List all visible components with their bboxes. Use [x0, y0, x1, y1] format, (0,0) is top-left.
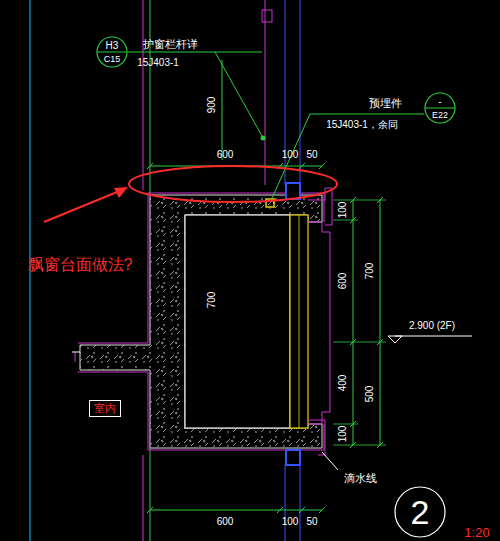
window-frame [290, 215, 308, 428]
dimension: 50 [306, 517, 317, 527]
leader-line [272, 114, 310, 198]
concrete-section [80, 195, 322, 448]
elevation-symbol [388, 336, 402, 343]
node-text: H3 [106, 41, 119, 53]
node-text: - [438, 97, 441, 109]
dimension-line [150, 510, 322, 511]
break-mark [72, 352, 80, 353]
dimension: 600 [338, 273, 348, 290]
callout-text: 预埋件 [369, 98, 402, 109]
dimension: 500 [365, 386, 375, 403]
window-frame-line [300, 0, 301, 185]
dimension-line [380, 200, 381, 445]
node-text: 室内 [94, 403, 116, 414]
window-frame-line [300, 465, 301, 541]
dimension: 600 [217, 150, 234, 160]
sill-finish [308, 222, 330, 424]
slab-end [75, 352, 76, 362]
circle-divider [97, 52, 127, 53]
circle-outline [425, 93, 455, 123]
box-outline [90, 400, 121, 416]
leader-line [128, 52, 262, 53]
callout-text: 滴水线 [344, 473, 377, 484]
window-frame-line [285, 465, 286, 541]
elevation-line [395, 336, 472, 337]
index-circle: H3C15 [96, 36, 128, 68]
plaster-outline [78, 193, 324, 450]
dimension: 600 [217, 517, 234, 527]
dimension: 50 [306, 150, 317, 160]
index-circle: -E22 [424, 92, 456, 124]
dimension: 100 [338, 202, 348, 219]
wall-line [150, 448, 151, 541]
dimension-line [222, 60, 223, 160]
callout-text: 护窗栏杆详 [143, 39, 198, 50]
drip-edge [308, 420, 325, 455]
window-frame-section [286, 450, 300, 465]
dimension-line [353, 200, 354, 445]
scale-label: 1:20 [464, 526, 489, 539]
circle-outline [395, 487, 445, 537]
extension-line [333, 200, 386, 445]
index-circle: 2 [394, 486, 446, 538]
arrow-head [114, 187, 128, 198]
dimension: 100 [282, 150, 299, 160]
leader-line [310, 114, 424, 115]
standard-ref: 15J403-1，余同 [326, 120, 398, 130]
leader-line [322, 452, 338, 470]
dimension: 700 [365, 263, 375, 280]
annotation-arrow [44, 190, 122, 222]
standard-ref: 15J403-1 [137, 58, 179, 68]
room-tag: 室内 [89, 400, 121, 417]
node-text: E22 [432, 109, 448, 120]
highlight-ellipse [129, 166, 337, 202]
dimension: 400 [338, 375, 348, 392]
leader-line [215, 52, 262, 136]
circle-outline [97, 37, 127, 67]
dimension: 700 [207, 292, 217, 309]
dimension-tick [147, 507, 325, 513]
window-opening [185, 215, 290, 428]
dimension: 900 [207, 97, 217, 114]
dimension-tick [350, 197, 383, 448]
window-frame-section [286, 183, 300, 199]
question-note: 飘窗台面做法? [28, 257, 133, 273]
railing-post [262, 10, 272, 22]
finish-line [143, 455, 144, 541]
railing-line [265, 0, 266, 185]
node-text: 2 [411, 495, 430, 529]
finish-line [143, 0, 144, 190]
dimension: 100 [338, 426, 348, 443]
elevation-label: 2.900 (2F) [409, 321, 455, 331]
circle-divider [425, 108, 455, 109]
window-frame [299, 215, 300, 428]
node-text: C15 [104, 53, 121, 64]
dimension: 100 [282, 517, 299, 527]
leader-dot [261, 136, 266, 141]
